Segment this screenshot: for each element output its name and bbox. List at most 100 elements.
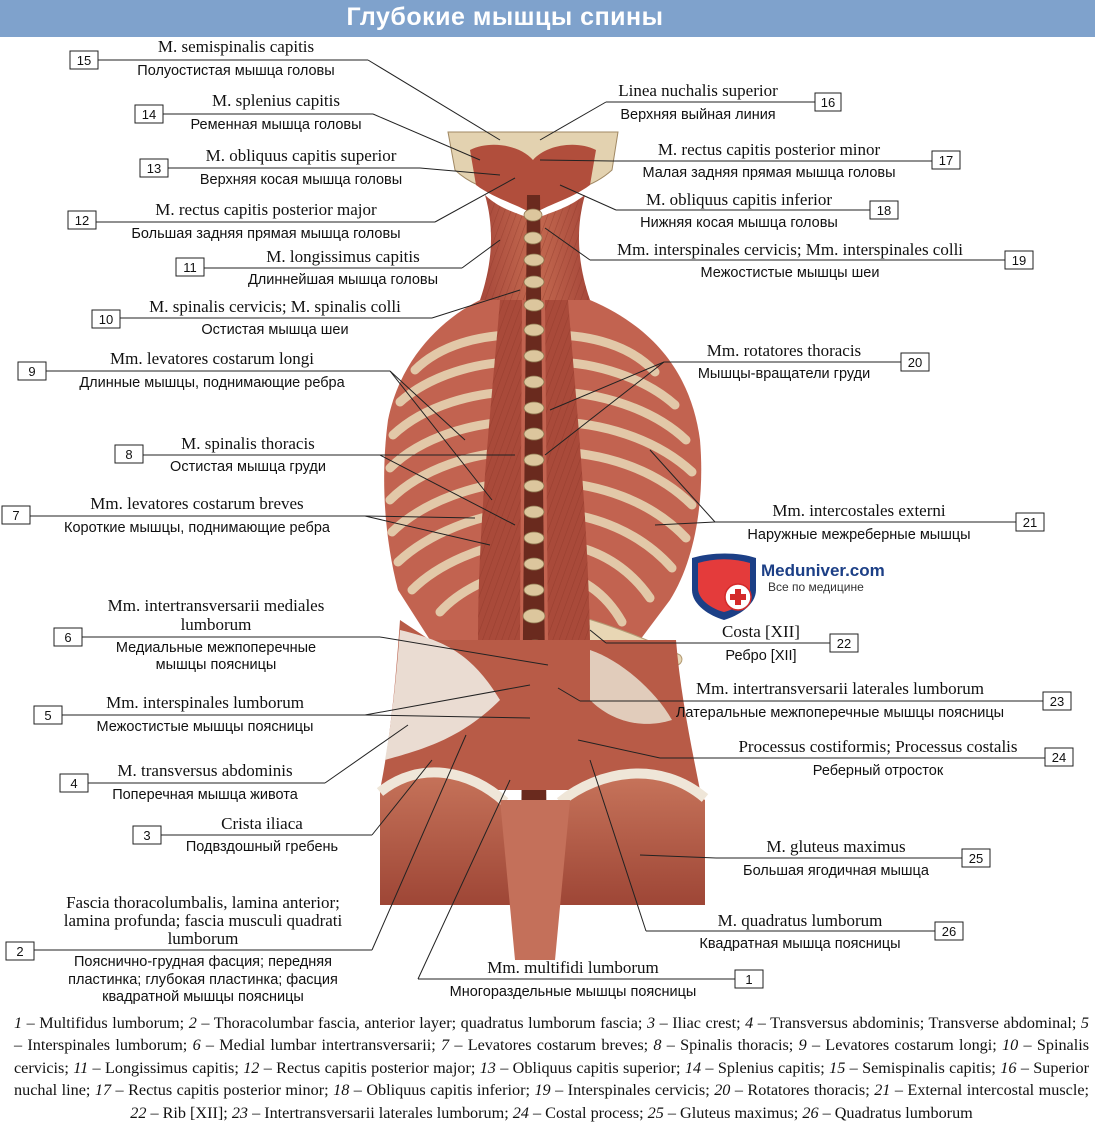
svg-text:Остистая мышца груди: Остистая мышца груди — [170, 459, 326, 475]
label-26: 26 M. quadratus lumborum Квадратная мышц… — [699, 911, 964, 952]
svg-text:4: 4 — [70, 776, 77, 791]
svg-text:Мышцы-вращатели груди: Мышцы-вращатели груди — [698, 366, 870, 382]
legend-text: – Intertransversarii laterales lumborum; — [248, 1103, 513, 1122]
legend-item-17: 17 – Rectus capitis posterior minor; — [95, 1081, 333, 1099]
label-5: 5 Mm. interspinales lumborum Межостистые… — [33, 693, 313, 735]
label-22: 22 Costa [XII] Ребро [XII] — [722, 622, 859, 664]
illustration — [376, 131, 709, 960]
label-10: 10 M. spinalis cervicis; M. spinalis col… — [91, 297, 401, 338]
svg-text:8: 8 — [125, 447, 132, 462]
anatomy-diagram: 15 M. semispinalis capitis Полуостистая … — [1, 37, 1074, 1005]
svg-text:M. longissimus capitis: M. longissimus capitis — [266, 247, 419, 266]
svg-text:Mm. intertransversarii mediale: Mm. intertransversarii mediales — [108, 596, 325, 615]
legend-number: 13 — [479, 1058, 496, 1077]
legend-text: – Medial lumbar intertransversarii; — [200, 1036, 441, 1055]
svg-text:1: 1 — [745, 972, 752, 987]
legend-text: – Superior nuchal line; — [14, 1058, 1090, 1100]
svg-text:Малая задняя прямая мышца голо: Малая задняя прямая мышца головы — [642, 165, 895, 181]
gluteus-left — [380, 773, 520, 905]
legend-item-12: 12 – Rectus capitis posterior major; — [243, 1059, 480, 1077]
label-18: 18 M. obliquus capitis inferior Нижняя к… — [640, 190, 899, 231]
legend-item-26: 26 – Quadratus lumborum — [802, 1104, 972, 1122]
svg-text:Межостистые мышцы шеи: Межостистые мышцы шеи — [701, 265, 880, 281]
legend-text: – Obliquus capitis superior; — [495, 1058, 685, 1077]
label-13: 13 M. obliquus capitis superior Верхняя … — [139, 146, 402, 188]
legend-text: – Iliac crest; — [655, 1014, 746, 1032]
label-15: 15 M. semispinalis capitis Полуостистая … — [69, 37, 335, 79]
legend-text: – Spinalis cervicis; — [14, 1036, 1090, 1077]
legend-number: 4 — [745, 1014, 754, 1032]
svg-text:lumborum: lumborum — [181, 615, 252, 634]
svg-text:Processus costiformis; Process: Processus costiformis; Processus costali… — [738, 737, 1017, 756]
svg-text:M. rectus capitis posterior mi: M. rectus capitis posterior minor — [658, 140, 881, 159]
legend-item-9: 9 – Levatores costarum longi; — [799, 1036, 1002, 1054]
label-14: 14 M. splenius capitis Ременная мышца го… — [134, 91, 362, 133]
legend-number: 12 — [243, 1058, 260, 1077]
label-17: 17 M. rectus capitis posterior minor Мал… — [642, 140, 961, 181]
legend-text: – Gluteus maximus; — [663, 1103, 803, 1122]
svg-text:6: 6 — [64, 630, 71, 645]
svg-text:Ребро [XII]: Ребро [XII] — [725, 648, 796, 664]
legend-text: – Rotatores thoracis; — [730, 1081, 875, 1100]
label-7: 7 Mm. levatores costarum breves Короткие… — [1, 494, 331, 536]
svg-text:Mm. interspinales lumborum: Mm. interspinales lumborum — [106, 693, 304, 712]
svg-text:Mm. levatores costarum breves: Mm. levatores costarum breves — [90, 494, 303, 513]
legend-item-11: 11 – Longissimus capitis; — [73, 1059, 243, 1077]
label-23: 23 Mm. intertransversarii laterales lumb… — [676, 679, 1072, 721]
label-25: 25 M. gluteus maximus Большая ягодичная … — [743, 837, 991, 879]
legend-number: 5 — [1080, 1014, 1090, 1032]
legend-text: – Transversus abdominis; Transverse abdo… — [753, 1014, 1081, 1032]
svg-text:Пояснично-грудная фасция; пере: Пояснично-грудная фасция; передняя — [74, 954, 332, 970]
legend-item-14: 14 – Splenius capitis; — [685, 1059, 829, 1077]
svg-text:Медиальные межпоперечные: Медиальные межпоперечные — [116, 640, 316, 656]
legend-text: – Thoracolumbar fascia, anterior layer; … — [196, 1014, 647, 1032]
legend-text: – Obliquus capitis inferior; — [349, 1081, 535, 1100]
legend-text: – Quadratus lumborum — [818, 1103, 973, 1122]
svg-text:19: 19 — [1012, 253, 1026, 268]
label-20: 20 Mm. rotatores thoracis Мышцы-вращател… — [698, 341, 930, 382]
legend-item-21: 21 – External intercostal muscle; — [874, 1081, 1089, 1099]
legend-text: – Levatores costarum longi; — [806, 1036, 1003, 1055]
svg-text:Mm. multifidi lumborum: Mm. multifidi lumborum — [487, 958, 658, 977]
svg-text:M. spinalis thoracis: M. spinalis thoracis — [181, 434, 315, 453]
legend-number: 24 — [512, 1103, 529, 1122]
label-21: 21 Mm. intercostales externi Наружные ме… — [747, 501, 1045, 543]
label-3: 3 Crista iliaca Подвздошный гребень — [132, 814, 338, 855]
label-2: 2 Fascia thoracolumbalis, lamina anterio… — [5, 893, 343, 1005]
title-bar — [0, 0, 1095, 37]
svg-text:12: 12 — [75, 213, 89, 228]
svg-text:15: 15 — [77, 53, 91, 68]
legend-text: – Levatores costarum breves; — [449, 1036, 654, 1055]
svg-text:2: 2 — [16, 944, 23, 959]
svg-text:Linea nuchalis superior: Linea nuchalis superior — [618, 81, 778, 100]
legend-text: – Longissimus capitis; — [88, 1058, 244, 1077]
legend-item-3: 3 – Iliac crest; — [647, 1014, 745, 1032]
legend-item-1: 1 – Multifidus lumborum; — [14, 1014, 189, 1032]
label-19: 19 Mm. interspinales cervicis; Mm. inter… — [617, 240, 1034, 281]
legend-number: 1 — [14, 1014, 23, 1032]
legend: 1 – Multifidus lumborum; 2 – Thoracolumb… — [14, 1012, 1089, 1124]
legend-number: 25 — [647, 1103, 664, 1122]
legend-item-10: 10 – Spinalis cervicis; — [14, 1036, 1089, 1076]
legend-text: – Semispinalis capitis; — [845, 1058, 1001, 1077]
svg-text:квадратной мышцы поясницы: квадратной мышцы поясницы — [102, 989, 304, 1005]
svg-text:Crista iliaca: Crista iliaca — [221, 814, 303, 833]
label-6: 6 Mm. intertransversarii mediales lumbor… — [53, 596, 325, 673]
legend-number: 14 — [684, 1058, 702, 1077]
svg-text:M. semispinalis capitis: M. semispinalis capitis — [158, 37, 314, 56]
svg-text:Mm. levatores costarum longi: Mm. levatores costarum longi — [110, 349, 314, 368]
svg-text:Наружные межреберные мышцы: Наружные межреберные мышцы — [747, 527, 970, 543]
leader-lines — [30, 59, 1045, 980]
legend-number: 17 — [94, 1081, 112, 1100]
svg-text:11: 11 — [183, 260, 197, 275]
gluteus-right — [560, 777, 705, 905]
svg-text:Многораздельные мышцы поясницы: Многораздельные мышцы поясницы — [450, 984, 697, 1000]
svg-text:Mm. intercostales externi: Mm. intercostales externi — [772, 501, 946, 520]
legend-item-19: 19 – Interspinales cervicis; — [534, 1081, 714, 1099]
svg-text:Верхняя выйная линия: Верхняя выйная линия — [620, 107, 775, 123]
svg-text:Длиннейшая мышца головы: Длиннейшая мышца головы — [248, 272, 438, 288]
legend-number: 9 — [798, 1036, 807, 1055]
legend-number: 2 — [188, 1014, 197, 1032]
labels-left: 15 M. semispinalis capitis Полуостистая … — [1, 37, 438, 1005]
legend-number: 10 — [1002, 1036, 1019, 1055]
